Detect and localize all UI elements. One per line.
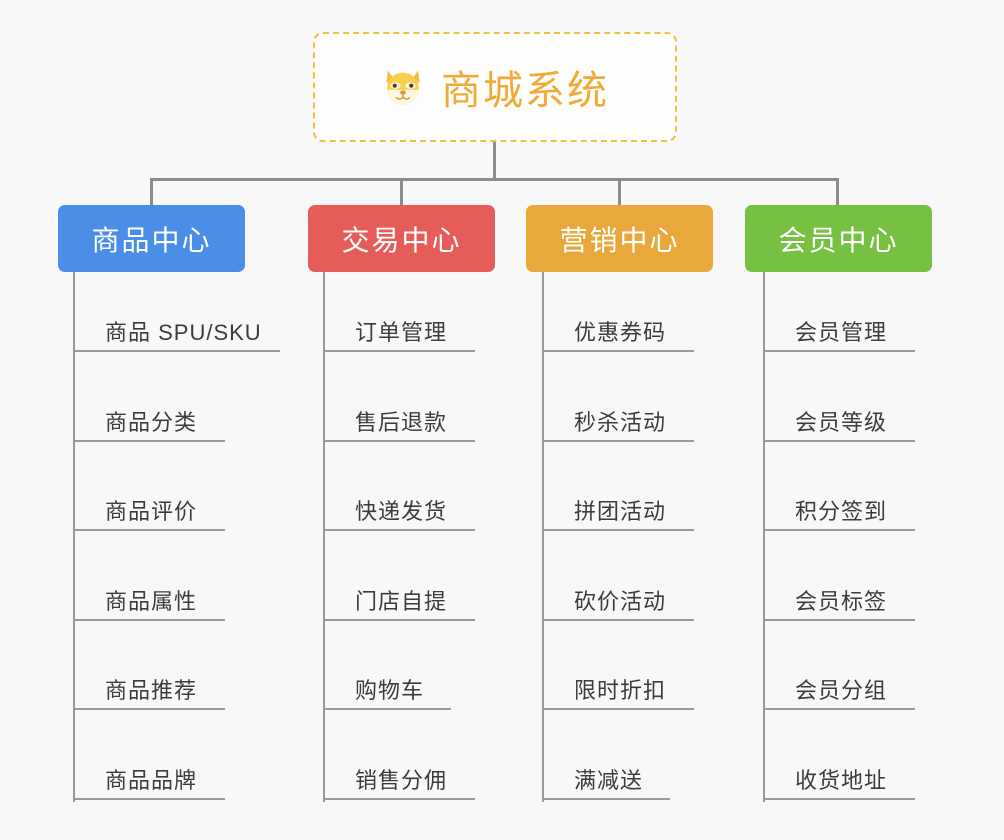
- leaf-underline: [763, 350, 915, 352]
- leaf-underline: [542, 797, 670, 800]
- column-spine-product-center: [73, 272, 75, 802]
- leaf-label: 优惠券码: [574, 320, 667, 345]
- leaf-underline: [73, 529, 225, 531]
- leaf-label: 购物车: [355, 678, 425, 703]
- leaf-label: 商品品牌: [105, 767, 198, 793]
- leaf-label: 商品属性: [105, 588, 198, 614]
- leaf-underline: [73, 797, 225, 800]
- leaf-label: 秒杀活动: [574, 409, 667, 435]
- connector-root-drop: [493, 142, 496, 180]
- leaf-underline: [323, 350, 475, 352]
- category-box-member-center[interactable]: 会员中心: [745, 205, 932, 272]
- leaf-label: 会员管理: [795, 320, 888, 345]
- leaf-underline: [763, 529, 915, 531]
- leaf-underline: [542, 350, 694, 352]
- column-spine-marketing-center: [542, 272, 544, 802]
- leaf-underline: [323, 529, 475, 531]
- category-label: 商品中心: [91, 224, 212, 256]
- leaf-underline: [763, 618, 915, 621]
- leaf-label: 售后退款: [355, 409, 448, 435]
- category-label: 会员中心: [778, 224, 899, 256]
- connector-bus: [150, 178, 839, 181]
- leaf-label: 商品分类: [105, 409, 198, 435]
- leaf-underline: [73, 350, 280, 352]
- category-label: 营销中心: [559, 224, 680, 256]
- leaf-underline: [73, 708, 225, 710]
- leaf-underline: [73, 439, 225, 442]
- leaf-label: 会员等级: [795, 409, 888, 435]
- leaf-label: 商品推荐: [105, 678, 198, 703]
- leaf-label: 快递发货: [355, 499, 448, 524]
- leaf-underline: [323, 708, 451, 710]
- connector-drop-marketing-center: [618, 178, 621, 206]
- leaf-underline: [323, 618, 475, 621]
- leaf-label: 门店自提: [355, 588, 448, 614]
- column-spine-member-center: [763, 272, 765, 802]
- category-box-marketing-center[interactable]: 营销中心: [526, 205, 713, 272]
- leaf-label: 销售分佣: [355, 767, 448, 793]
- leaf-underline: [763, 797, 915, 800]
- leaf-underline: [763, 708, 915, 710]
- leaf-label: 商品评价: [105, 499, 198, 524]
- leaf-underline: [542, 439, 694, 442]
- leaf-underline: [542, 529, 694, 531]
- leaf-underline: [542, 618, 694, 621]
- connector-drop-product-center: [150, 178, 153, 206]
- category-box-product-center[interactable]: 商品中心: [58, 205, 245, 272]
- leaf-label: 会员分组: [795, 678, 888, 703]
- leaf-underline: [542, 708, 694, 710]
- leaf-label: 会员标签: [795, 588, 888, 614]
- category-box-trade-center[interactable]: 交易中心: [308, 205, 495, 272]
- category-label: 交易中心: [341, 224, 462, 256]
- root-node[interactable]: 商城系统: [313, 32, 677, 142]
- column-spine-trade-center: [323, 272, 325, 802]
- leaf-label: 收货地址: [795, 767, 888, 793]
- dog-face-icon: [381, 65, 425, 109]
- leaf-label: 砍价活动: [574, 588, 667, 614]
- leaf-label: 满减送: [574, 767, 644, 793]
- leaf-underline: [73, 618, 225, 621]
- root-title: 商城系统: [441, 69, 609, 113]
- connector-drop-trade-center: [400, 178, 403, 206]
- leaf-label: 积分签到: [795, 499, 888, 524]
- leaf-underline: [323, 797, 475, 800]
- leaf-label: 商品 SPU/SKU: [105, 320, 262, 345]
- leaf-label: 限时折扣: [574, 678, 667, 703]
- leaf-underline: [763, 439, 915, 442]
- leaf-label: 拼团活动: [574, 499, 667, 524]
- leaf-underline: [323, 439, 475, 442]
- leaf-label: 订单管理: [355, 320, 448, 345]
- connector-drop-member-center: [836, 178, 839, 206]
